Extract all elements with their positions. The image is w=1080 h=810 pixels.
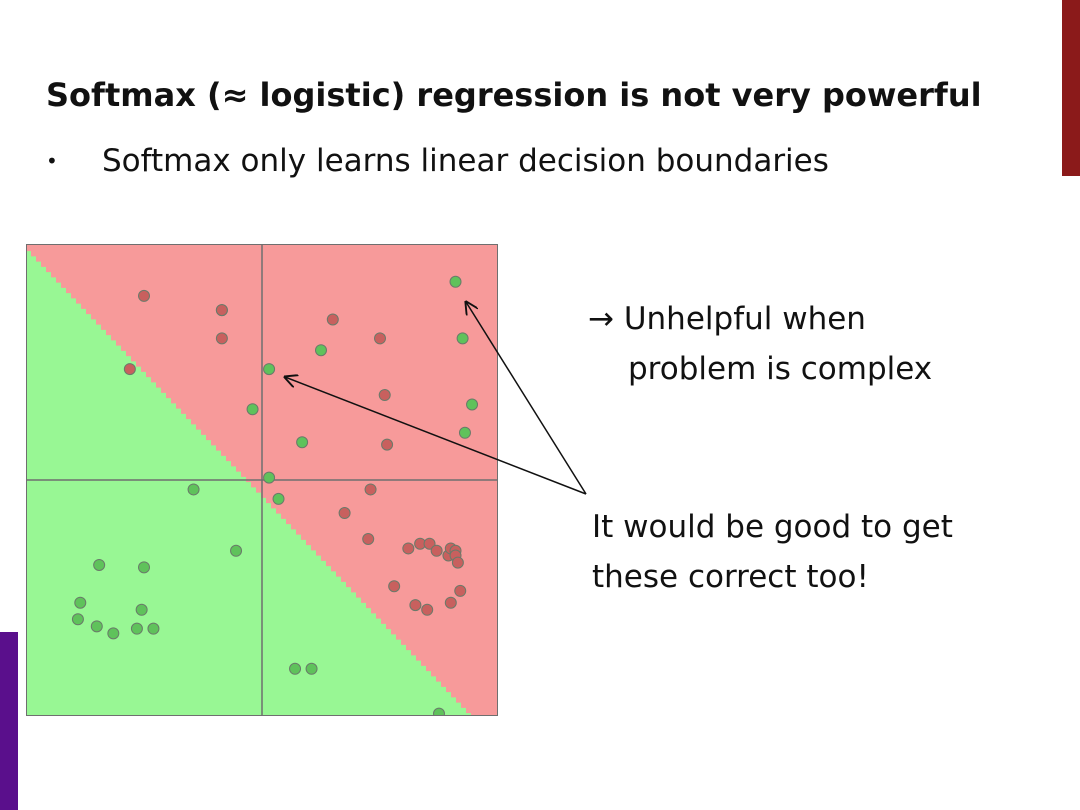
red-data-point [409, 599, 422, 612]
red-data-point [123, 363, 136, 376]
green-data-point [272, 492, 285, 505]
decision-boundary-plot [26, 244, 498, 716]
note-arrow-glyph: → [588, 301, 614, 337]
callout-text: It would be good to get these correct to… [592, 502, 953, 602]
green-data-point [93, 558, 106, 571]
red-data-point [444, 596, 457, 609]
green-data-point [456, 332, 469, 345]
red-data-point [454, 584, 467, 597]
red-data-point [423, 537, 436, 550]
red-data-point [421, 603, 434, 616]
green-data-point [296, 436, 309, 449]
green-data-point [135, 603, 148, 616]
red-data-point [215, 332, 228, 345]
note-line-2: problem is complex [628, 351, 933, 387]
red-data-point [381, 438, 394, 451]
slide-title: Softmax (≈ logistic) regression is not v… [46, 76, 982, 114]
red-data-point [388, 580, 401, 593]
red-data-point [362, 533, 375, 545]
red-data-point [138, 289, 150, 302]
red-data-point [338, 507, 351, 520]
red-data-point [451, 556, 464, 569]
green-region [26, 251, 498, 716]
red-data-point [430, 544, 443, 557]
green-data-point [466, 398, 479, 411]
red-data-point [326, 313, 339, 326]
green-data-point [130, 622, 143, 635]
green-data-point [230, 544, 243, 557]
red-data-point [378, 389, 391, 402]
green-data-point [147, 622, 160, 635]
bullet-text: Softmax only learns linear decision boun… [102, 143, 829, 179]
green-data-point [315, 344, 327, 357]
note-unhelpful: → Unhelpful when problem is complex [588, 294, 932, 394]
green-data-point [458, 426, 471, 439]
green-data-point [449, 275, 462, 288]
green-data-point [263, 363, 276, 376]
red-data-point [364, 483, 377, 496]
accent-bar-top [1062, 0, 1080, 176]
green-data-point [187, 483, 200, 496]
green-data-point [90, 620, 103, 633]
green-data-point [107, 627, 120, 640]
red-data-point [215, 304, 228, 317]
red-data-point [402, 542, 415, 555]
callout-line-1: It would be good to get [592, 509, 953, 545]
green-data-point [433, 707, 445, 716]
green-data-point [246, 403, 259, 416]
green-data-point [305, 662, 318, 675]
accent-bar-left [0, 632, 18, 810]
green-data-point [74, 596, 87, 609]
green-data-point [71, 613, 84, 626]
green-data-point [263, 471, 276, 484]
green-data-point [289, 662, 302, 675]
bullet-dot: • [46, 149, 58, 173]
red-data-point [374, 332, 386, 345]
callout-line-2: these correct too! [592, 559, 869, 595]
green-data-point [138, 561, 150, 574]
note-line-1: Unhelpful when [623, 301, 866, 337]
